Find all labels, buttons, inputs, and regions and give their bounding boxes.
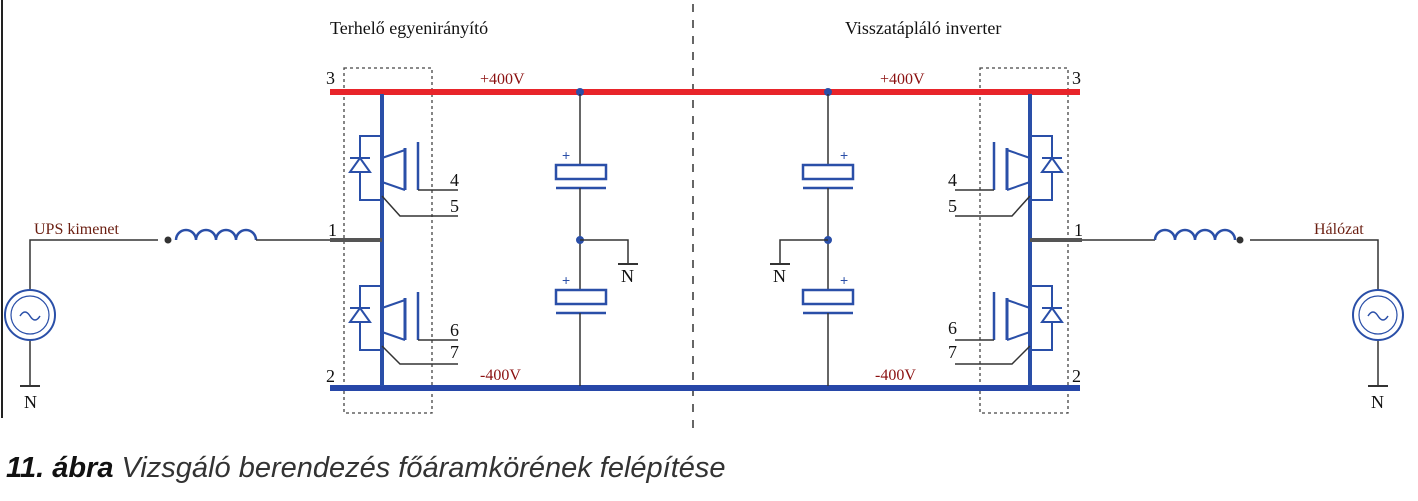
node-6-right: 6 (948, 318, 957, 338)
node-3-left: 3 (326, 68, 335, 88)
node-4-right: 4 (948, 170, 957, 190)
node-6-left: 6 (450, 320, 459, 340)
left-gate-wires (381, 189, 458, 365)
right-igbt-leg (992, 94, 1082, 386)
left-cap-neutral: N (621, 266, 634, 286)
right-gate-wires (955, 189, 1031, 365)
bus-neg-label-left: -400V (480, 367, 521, 384)
bus-pos-label-right: +400V (880, 71, 925, 88)
source-left-label: UPS kimenet (34, 221, 119, 238)
node-5-left: 5 (450, 196, 459, 216)
bus-pos-label-left: +400V (480, 71, 525, 88)
title-right: Visszatápláló inverter (845, 18, 1001, 38)
node-4-left: 4 (450, 170, 459, 190)
figure-caption: 11. ábra Vizsgáló berendezés főáramkörén… (6, 452, 726, 485)
right-cap-top-plus: + (840, 147, 848, 163)
node-1-right: 1 (1074, 220, 1083, 240)
bus-neg-label-right: -400V (875, 367, 916, 384)
node-1-left: 1 (328, 220, 337, 240)
left-capacitor-stack (554, 88, 638, 386)
node-2-left: 2 (326, 366, 335, 386)
caption-number: 11. ábra (6, 452, 114, 484)
caption-text: Vizsgáló berendezés főáramkörének felépí… (121, 452, 726, 484)
right-cap-neutral: N (773, 266, 786, 286)
source-left-neutral: N (24, 392, 37, 412)
title-left: Terhelő egyenirányító (330, 18, 488, 38)
node-2-right: 2 (1072, 366, 1081, 386)
right-capacitor-stack (770, 88, 855, 386)
left-cap-bottom-plus: + (562, 272, 570, 288)
node-7-left: 7 (450, 342, 459, 362)
left-igbt-leg (330, 94, 420, 386)
right-ac-branch (1082, 228, 1388, 387)
node-5-right: 5 (948, 196, 957, 216)
source-right-label: Hálózat (1314, 221, 1364, 238)
node-3-right: 3 (1072, 68, 1081, 88)
right-ac-source-icon (1352, 289, 1404, 341)
source-right-neutral: N (1371, 392, 1384, 412)
left-ac-branch (20, 228, 330, 387)
left-ac-source-icon (4, 289, 56, 341)
node-7-right: 7 (948, 342, 957, 362)
left-module-box (343, 67, 433, 414)
left-cap-top-plus: + (562, 147, 570, 163)
right-cap-bottom-plus: + (840, 272, 848, 288)
